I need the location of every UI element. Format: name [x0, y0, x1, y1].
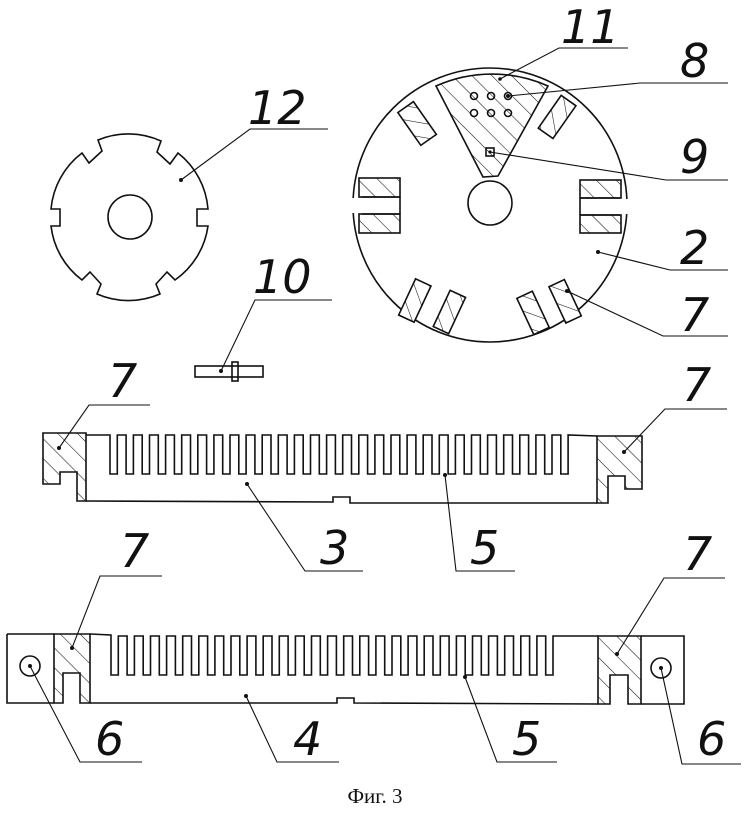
- pin: [194, 299, 332, 382]
- callout-8: 8: [680, 34, 709, 88]
- disc-center-hole: [107, 194, 153, 240]
- callout-labels: 12 10 11 8 9 2 7 7 7 3 5 7 7 6 4 5 6: [95, 0, 726, 766]
- upper-comb-bar: [42, 404, 727, 572]
- sector-insert: [434, 47, 728, 181]
- large-disc-center-hole: [467, 180, 513, 226]
- callout-5-lower: 5: [512, 712, 541, 766]
- callout-7-disc: 7: [680, 288, 709, 342]
- callout-2: 2: [680, 221, 709, 275]
- lower-bar-left-hole: [19, 655, 41, 677]
- callout-6-right: 6: [697, 712, 726, 766]
- lower-comb-bar: [6, 575, 741, 765]
- callout-3: 3: [320, 521, 349, 575]
- large-slotted-disc: [350, 67, 728, 343]
- callout-12: 12: [248, 81, 307, 135]
- callout-7-lower-left: 7: [120, 524, 149, 578]
- callout-7-upper-right: 7: [682, 358, 711, 412]
- callout-7-lower-right: 7: [683, 527, 712, 581]
- figure-caption: Фиг. 3: [347, 784, 403, 808]
- callout-9: 9: [680, 130, 709, 184]
- callout-10: 10: [253, 250, 312, 304]
- callout-7-upper-left: 7: [108, 354, 137, 408]
- sector-holes: [469, 91, 513, 118]
- callout-11: 11: [561, 0, 620, 54]
- sector-square-mark: [485, 147, 495, 157]
- callout-5-upper: 5: [470, 521, 499, 575]
- callout-4: 4: [293, 712, 322, 766]
- small-notched-disc: [50, 128, 328, 302]
- callout-6-left: 6: [95, 712, 124, 766]
- lower-bar-right-hole: [650, 657, 672, 679]
